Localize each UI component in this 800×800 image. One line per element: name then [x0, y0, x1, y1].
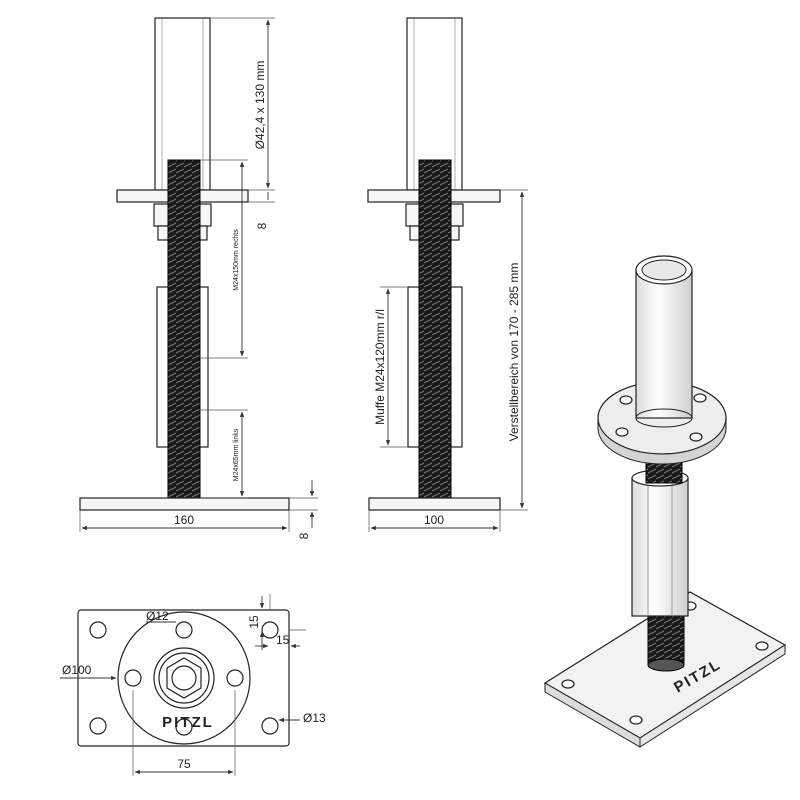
isometric-view: PITZL — [543, 255, 787, 748]
side-width-label: 100 — [424, 513, 444, 527]
top-view: PITZL Ø12 15 15 Ø100 Ø13 75 — [60, 594, 326, 776]
plate-hole — [89, 621, 107, 639]
plate-hole — [89, 717, 107, 735]
edge-offset-v-label: 15 — [247, 615, 261, 629]
top-logo: PITZL — [162, 714, 214, 731]
tube-dimension-label: Ø42,4 x 130 mm — [253, 61, 267, 150]
side-base-plate — [368, 497, 501, 511]
plate-hole — [261, 621, 279, 639]
plate-hole-diameter-label: Ø13 — [303, 711, 326, 725]
front-threaded-rod — [167, 159, 201, 499]
thread-left-label: M24x65mm links — [233, 428, 240, 481]
flange-hole — [175, 621, 193, 639]
front-width-label: 160 — [174, 513, 194, 527]
plate-thickness-label: 8 — [297, 532, 311, 539]
iso-tube — [635, 269, 693, 419]
thread-right-label: M24x150mm rechts — [233, 229, 240, 291]
side-threaded-rod — [418, 159, 452, 499]
plate-hole — [261, 717, 279, 735]
iso-sleeve — [631, 477, 689, 617]
flange-diameter-label: Ø100 — [62, 663, 92, 677]
edge-offset-h-label: 15 — [276, 633, 290, 647]
front-view: Ø42,4 x 130 mm 8 M24x150mm rechts M24x65… — [79, 17, 318, 539]
range-label: Verstellbereich von 170 - 285 mm — [507, 263, 521, 442]
sleeve-label: Muffe M24x120mm r/l — [373, 309, 387, 425]
flange-hole — [175, 718, 193, 736]
side-view: Muffe M24x120mm r/l Verstellbereich von … — [367, 17, 528, 532]
hole-spacing-label: 75 — [177, 757, 191, 771]
flange-hole-diameter-label: Ø12 — [146, 609, 169, 623]
flange-hole — [124, 669, 142, 687]
front-base-plate — [79, 497, 290, 511]
flange-thickness-label: 8 — [255, 222, 269, 229]
flange-hole — [226, 669, 244, 687]
